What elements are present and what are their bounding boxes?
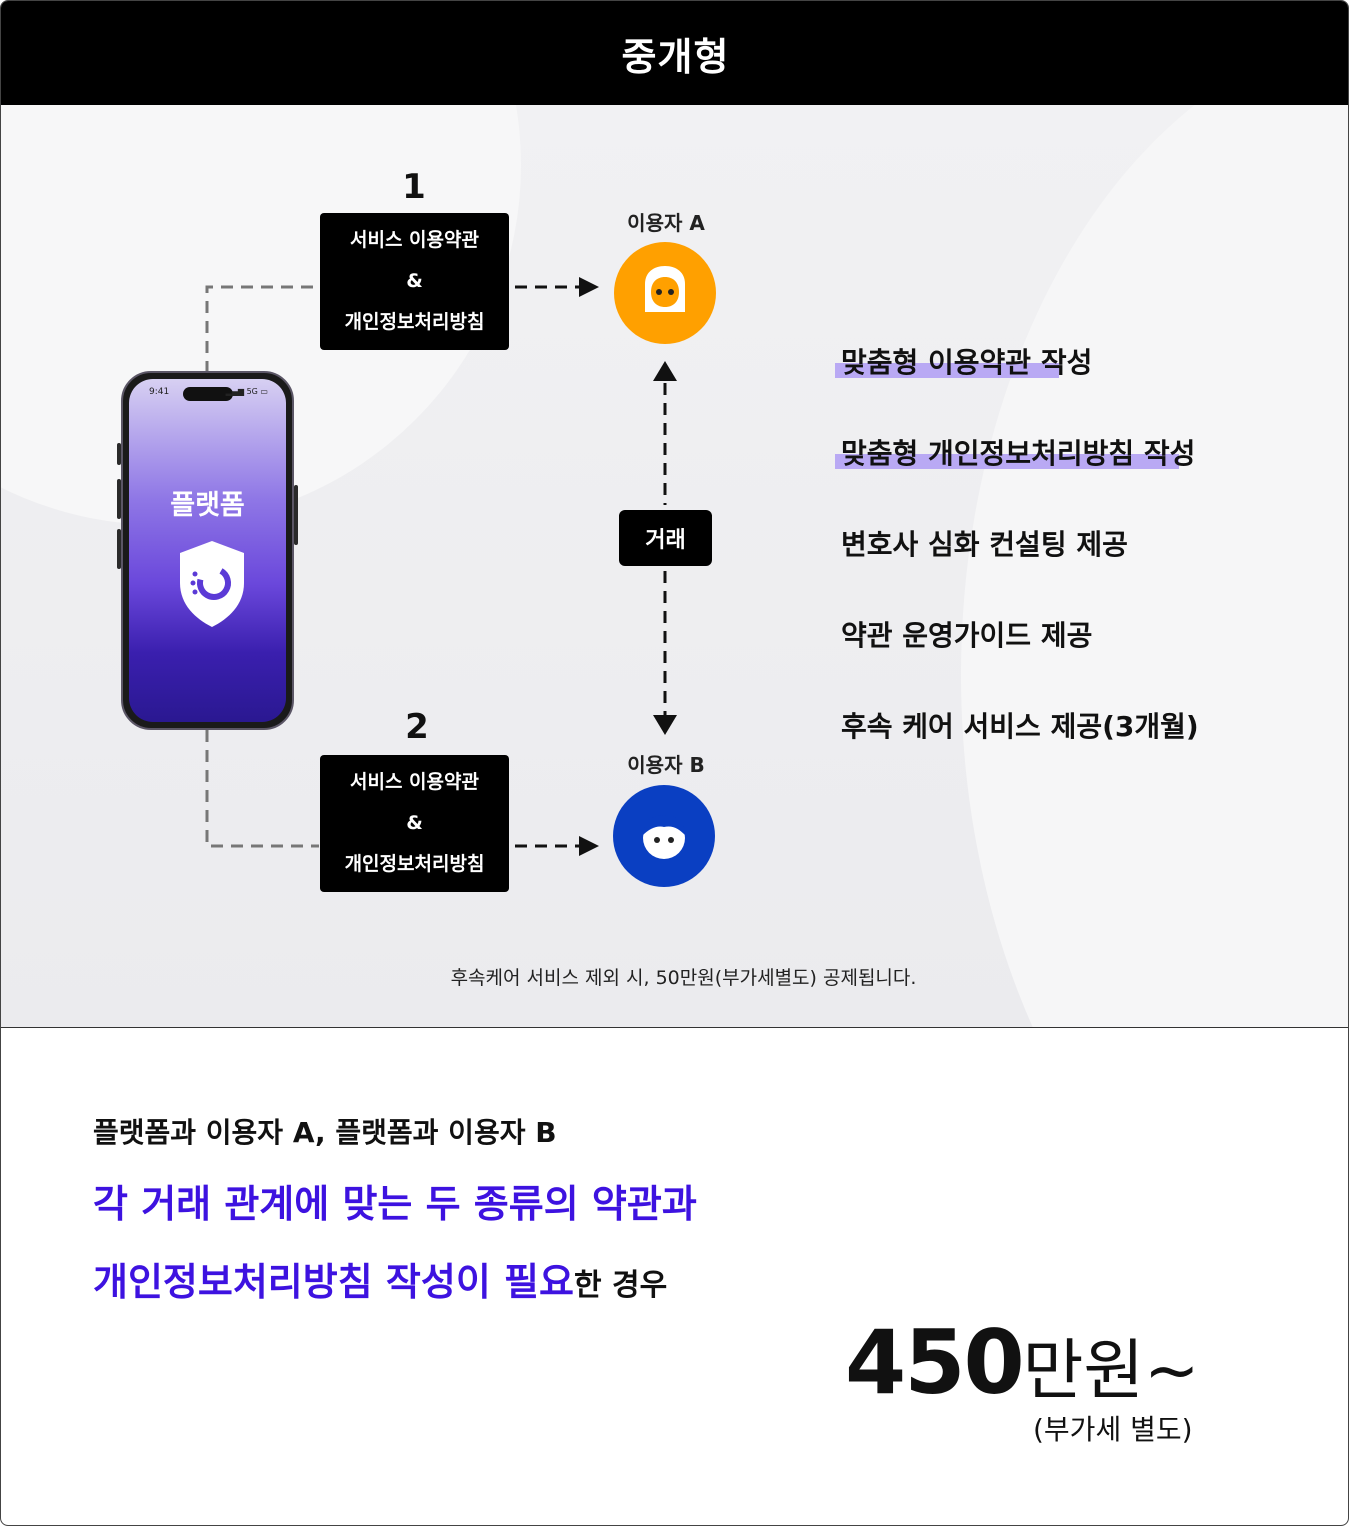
man-face-icon [613,785,715,887]
arrowhead-down [653,715,677,735]
user-a-avatar [614,242,716,344]
summary-highlight: 개인정보처리방침 작성이 필요 [93,1260,574,1304]
connector-lines [205,277,677,856]
user-a-label: 이용자 A [627,211,705,235]
step-number-1: 1 [402,167,426,207]
shield-icon [180,541,244,627]
phone-notch [183,387,233,401]
summary-tail: 한 경우 [573,1268,668,1303]
document-box-2: 서비스 이용약관 & 개인정보처리방침 [320,755,509,892]
vat-note: (부가세 별도) [1033,1413,1193,1446]
phone-side-button [117,529,121,569]
doc-line: & [406,812,423,834]
feature-item: 약관 운영가이드 제공 [841,619,1093,652]
user-b-avatar [613,785,715,887]
doc-line: 서비스 이용약관 [350,771,479,793]
header-bar: 중개형 [1,1,1348,105]
connector-phone-to-doc-2 [205,730,319,848]
user-b-label: 이용자 B [627,753,705,777]
discount-note: 후속케어 서비스 제외 시, 50만원(부가세별도) 공제됩니다. [450,967,917,989]
summary-line-3: 개인정보처리방침 작성이 필요한 경우 [93,1251,667,1306]
status-time: 9:41 [149,387,170,397]
feature-item: 후속 케어 서비스 제공(3개월) [841,710,1199,743]
page-title: 중개형 [621,34,730,79]
price-unit: 만원~ [1022,1332,1200,1409]
arrowhead-right [579,277,599,297]
platform-label: 플랫폼 [170,490,245,521]
feature-item: 맞춤형 개인정보처리방침 작성 [835,432,1199,523]
step-number-2: 2 [405,707,429,747]
phone-side-button [117,479,121,519]
phone-side-button [117,443,121,465]
phone-side-button [294,485,298,545]
platform-phone: 9:41 ▂▄▆ 5G ▭ 플랫폼 [117,371,298,730]
feature-item: 변호사 심화 컨설팅 제공 [841,528,1128,561]
feature-item: 맞춤형 이용약관 작성 [835,341,1199,432]
summary-line-1: 플랫폼과 이용자 A, 플랫폼과 이용자 B [93,1116,557,1149]
summary-line-2: 각 거래 관계에 맞는 두 종류의 약관과 [93,1182,697,1226]
summary-section: 플랫폼과 이용자 A, 플랫폼과 이용자 B 각 거래 관계에 맞는 두 종류의… [1,1028,1348,1525]
feature-list: 맞춤형 이용약관 작성 맞춤형 개인정보처리방침 작성 변호사 심화 컨설팅 제… [835,341,1199,796]
text-highlight [835,363,1059,378]
status-signal: ▂▄▆ 5G ▭ [225,387,268,396]
connector-phone-to-doc-1 [205,285,319,373]
doc-line: 개인정보처리방침 [344,311,485,333]
woman-face-icon [614,242,716,344]
arrowhead-up [653,361,677,381]
price: 450만원~ [845,1311,1199,1414]
phone-screen: 9:41 ▂▄▆ 5G ▭ 플랫폼 [129,379,286,722]
price-amount: 450 [845,1311,1025,1414]
service-diagram: 9:41 ▂▄▆ 5G ▭ 플랫폼 1 서비스 이용약관 & 개인정보처리방침 … [1,105,1348,1028]
doc-line: 개인정보처리방침 [344,853,485,875]
arrowhead-right [579,836,599,856]
trade-badge: 거래 [619,510,712,566]
text-highlight [835,454,1179,469]
doc-line: 서비스 이용약관 [350,229,479,251]
doc-line: & [406,270,423,292]
document-box-1: 서비스 이용약관 & 개인정보처리방침 [320,213,509,350]
